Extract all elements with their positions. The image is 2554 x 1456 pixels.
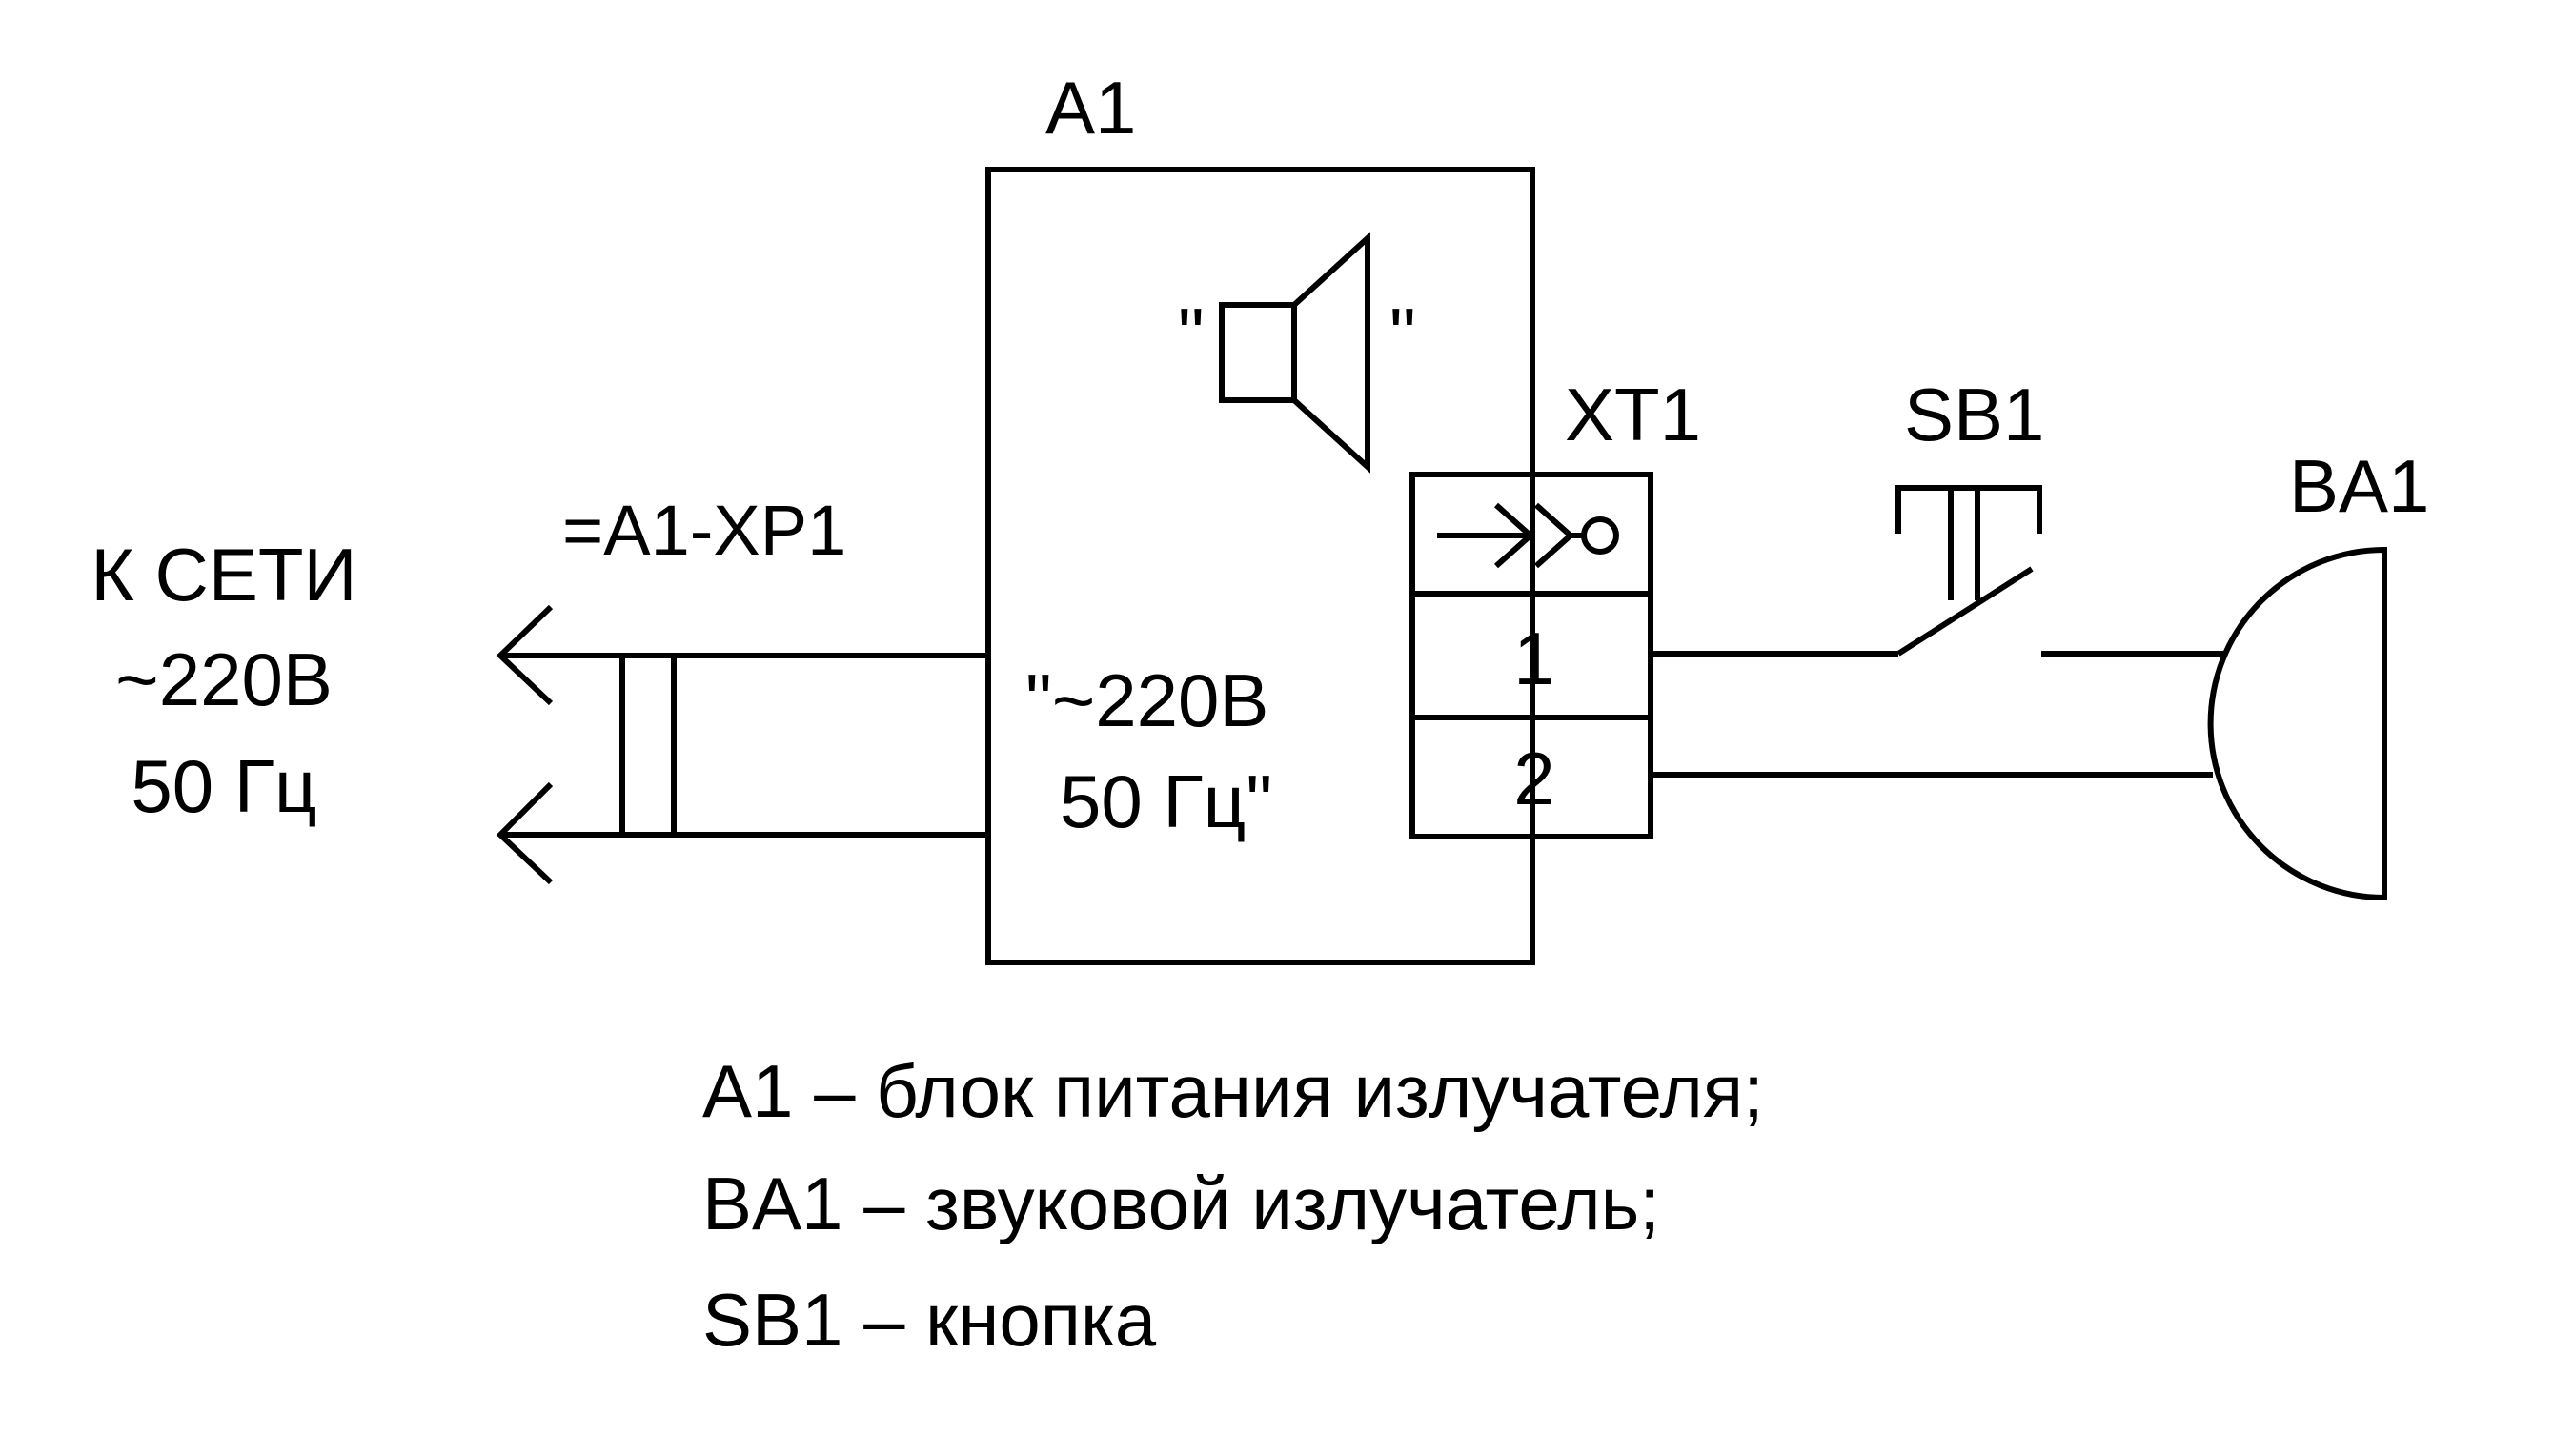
socket-connector-icon — [1437, 502, 1619, 569]
block-a1 — [985, 167, 1535, 965]
mains-label-line-2: ~220В — [115, 637, 333, 721]
speaker-quote-left: " — [1178, 293, 1205, 376]
mains-label-line-1: К СЕТИ — [91, 533, 356, 617]
sound-emitter-ba1 — [2207, 546, 2387, 901]
block-a1-voltage-text: "~220В — [1025, 658, 1268, 742]
mains-label-line-3: 50 Гц — [131, 744, 316, 828]
terminal-pin-2-label: 2 — [1513, 737, 1554, 820]
terminal-xt1-label: XT1 — [1565, 373, 1701, 456]
speaker-quote-right: " — [1389, 293, 1416, 376]
block-a1-frequency-text: 50 Гц" — [1060, 759, 1272, 843]
legend-item-a1: A1 – блок питания излучателя; — [702, 1049, 1764, 1133]
speaker-icon — [1219, 232, 1370, 474]
terminal-pin-1-label: 1 — [1513, 617, 1554, 700]
plug-connector-body — [619, 653, 677, 838]
emitter-ba1-label: BA1 — [2289, 444, 2429, 528]
block-a1-label: A1 — [1045, 66, 1136, 150]
legend-item-sb1: SB1 – кнопка — [702, 1278, 1157, 1362]
switch-sb1-label: SB1 — [1904, 373, 2044, 456]
legend-item-ba1: BA1 – звуковой излучатель; — [702, 1162, 1660, 1245]
plug-label: =A1-XP1 — [562, 491, 846, 570]
pushbutton-switch-sb1 — [1895, 485, 2042, 657]
